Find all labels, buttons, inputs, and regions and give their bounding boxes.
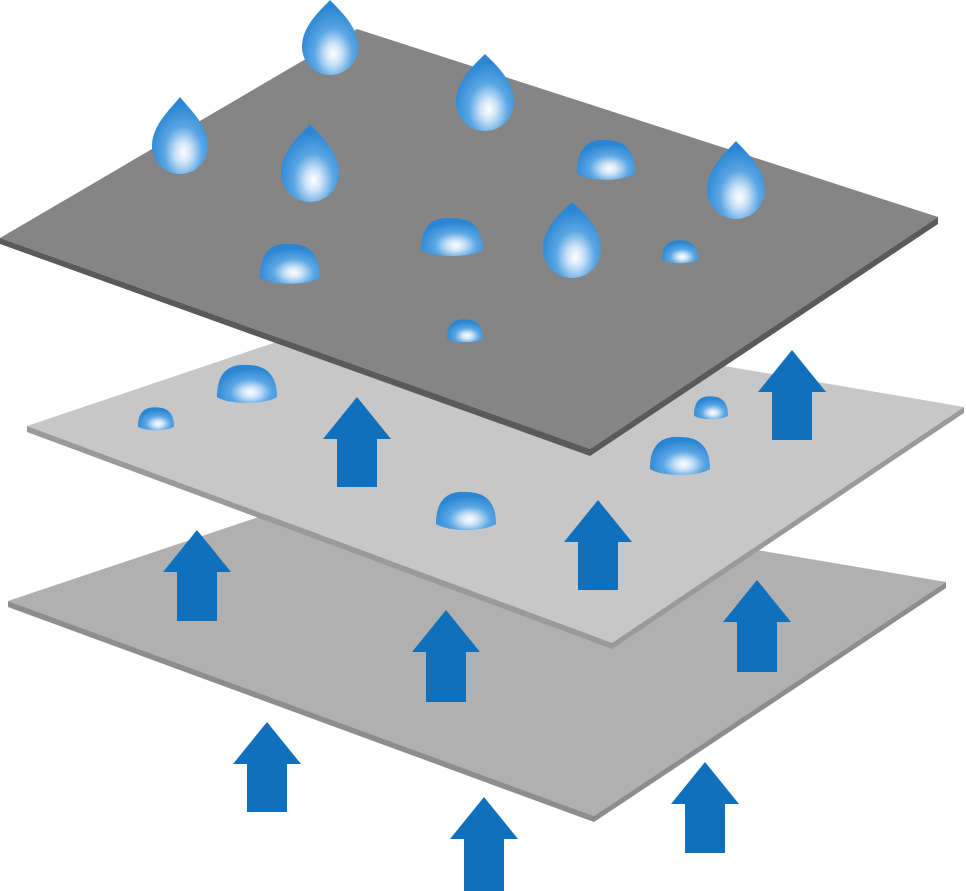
water-bead-icon: [694, 396, 728, 420]
top-layer-edge: [0, 217, 938, 456]
drop-group-middle-layer: [138, 364, 728, 530]
water-bead-icon: [436, 491, 496, 530]
water-drop-icon: [456, 54, 514, 131]
up-arrow-icon: [323, 397, 391, 487]
up-arrow-icon: [450, 797, 518, 891]
up-arrow-icon: [412, 610, 480, 702]
bottom-layer-edge: [8, 582, 946, 822]
water-drop-icon: [707, 141, 765, 219]
water-bead-icon: [577, 139, 635, 180]
water-bead-icon: [260, 243, 320, 284]
water-drop-icon: [152, 97, 208, 174]
middle-layer-edge: [27, 407, 964, 649]
water-drop-icon: [302, 0, 358, 75]
water-bead-icon: [217, 364, 277, 403]
arrow-group-lower: [163, 530, 791, 891]
drop-group-top-layer: [152, 0, 765, 343]
water-bead-icon: [138, 407, 174, 431]
arrow-group-front: [758, 350, 826, 440]
up-arrow-icon: [671, 762, 739, 853]
arrow-group-middle: [323, 397, 632, 590]
up-arrow-icon: [163, 530, 231, 621]
water-bead-icon: [662, 240, 698, 264]
up-arrow-icon: [723, 580, 791, 672]
up-arrow-icon: [758, 350, 826, 440]
water-bead-icon: [421, 217, 483, 256]
water-drop-icon: [281, 124, 339, 202]
water-drop-icon: [543, 202, 601, 278]
water-bead-icon: [447, 319, 483, 343]
up-arrow-icon: [564, 500, 632, 590]
water-bead-icon: [650, 436, 710, 475]
up-arrow-icon: [233, 722, 301, 812]
